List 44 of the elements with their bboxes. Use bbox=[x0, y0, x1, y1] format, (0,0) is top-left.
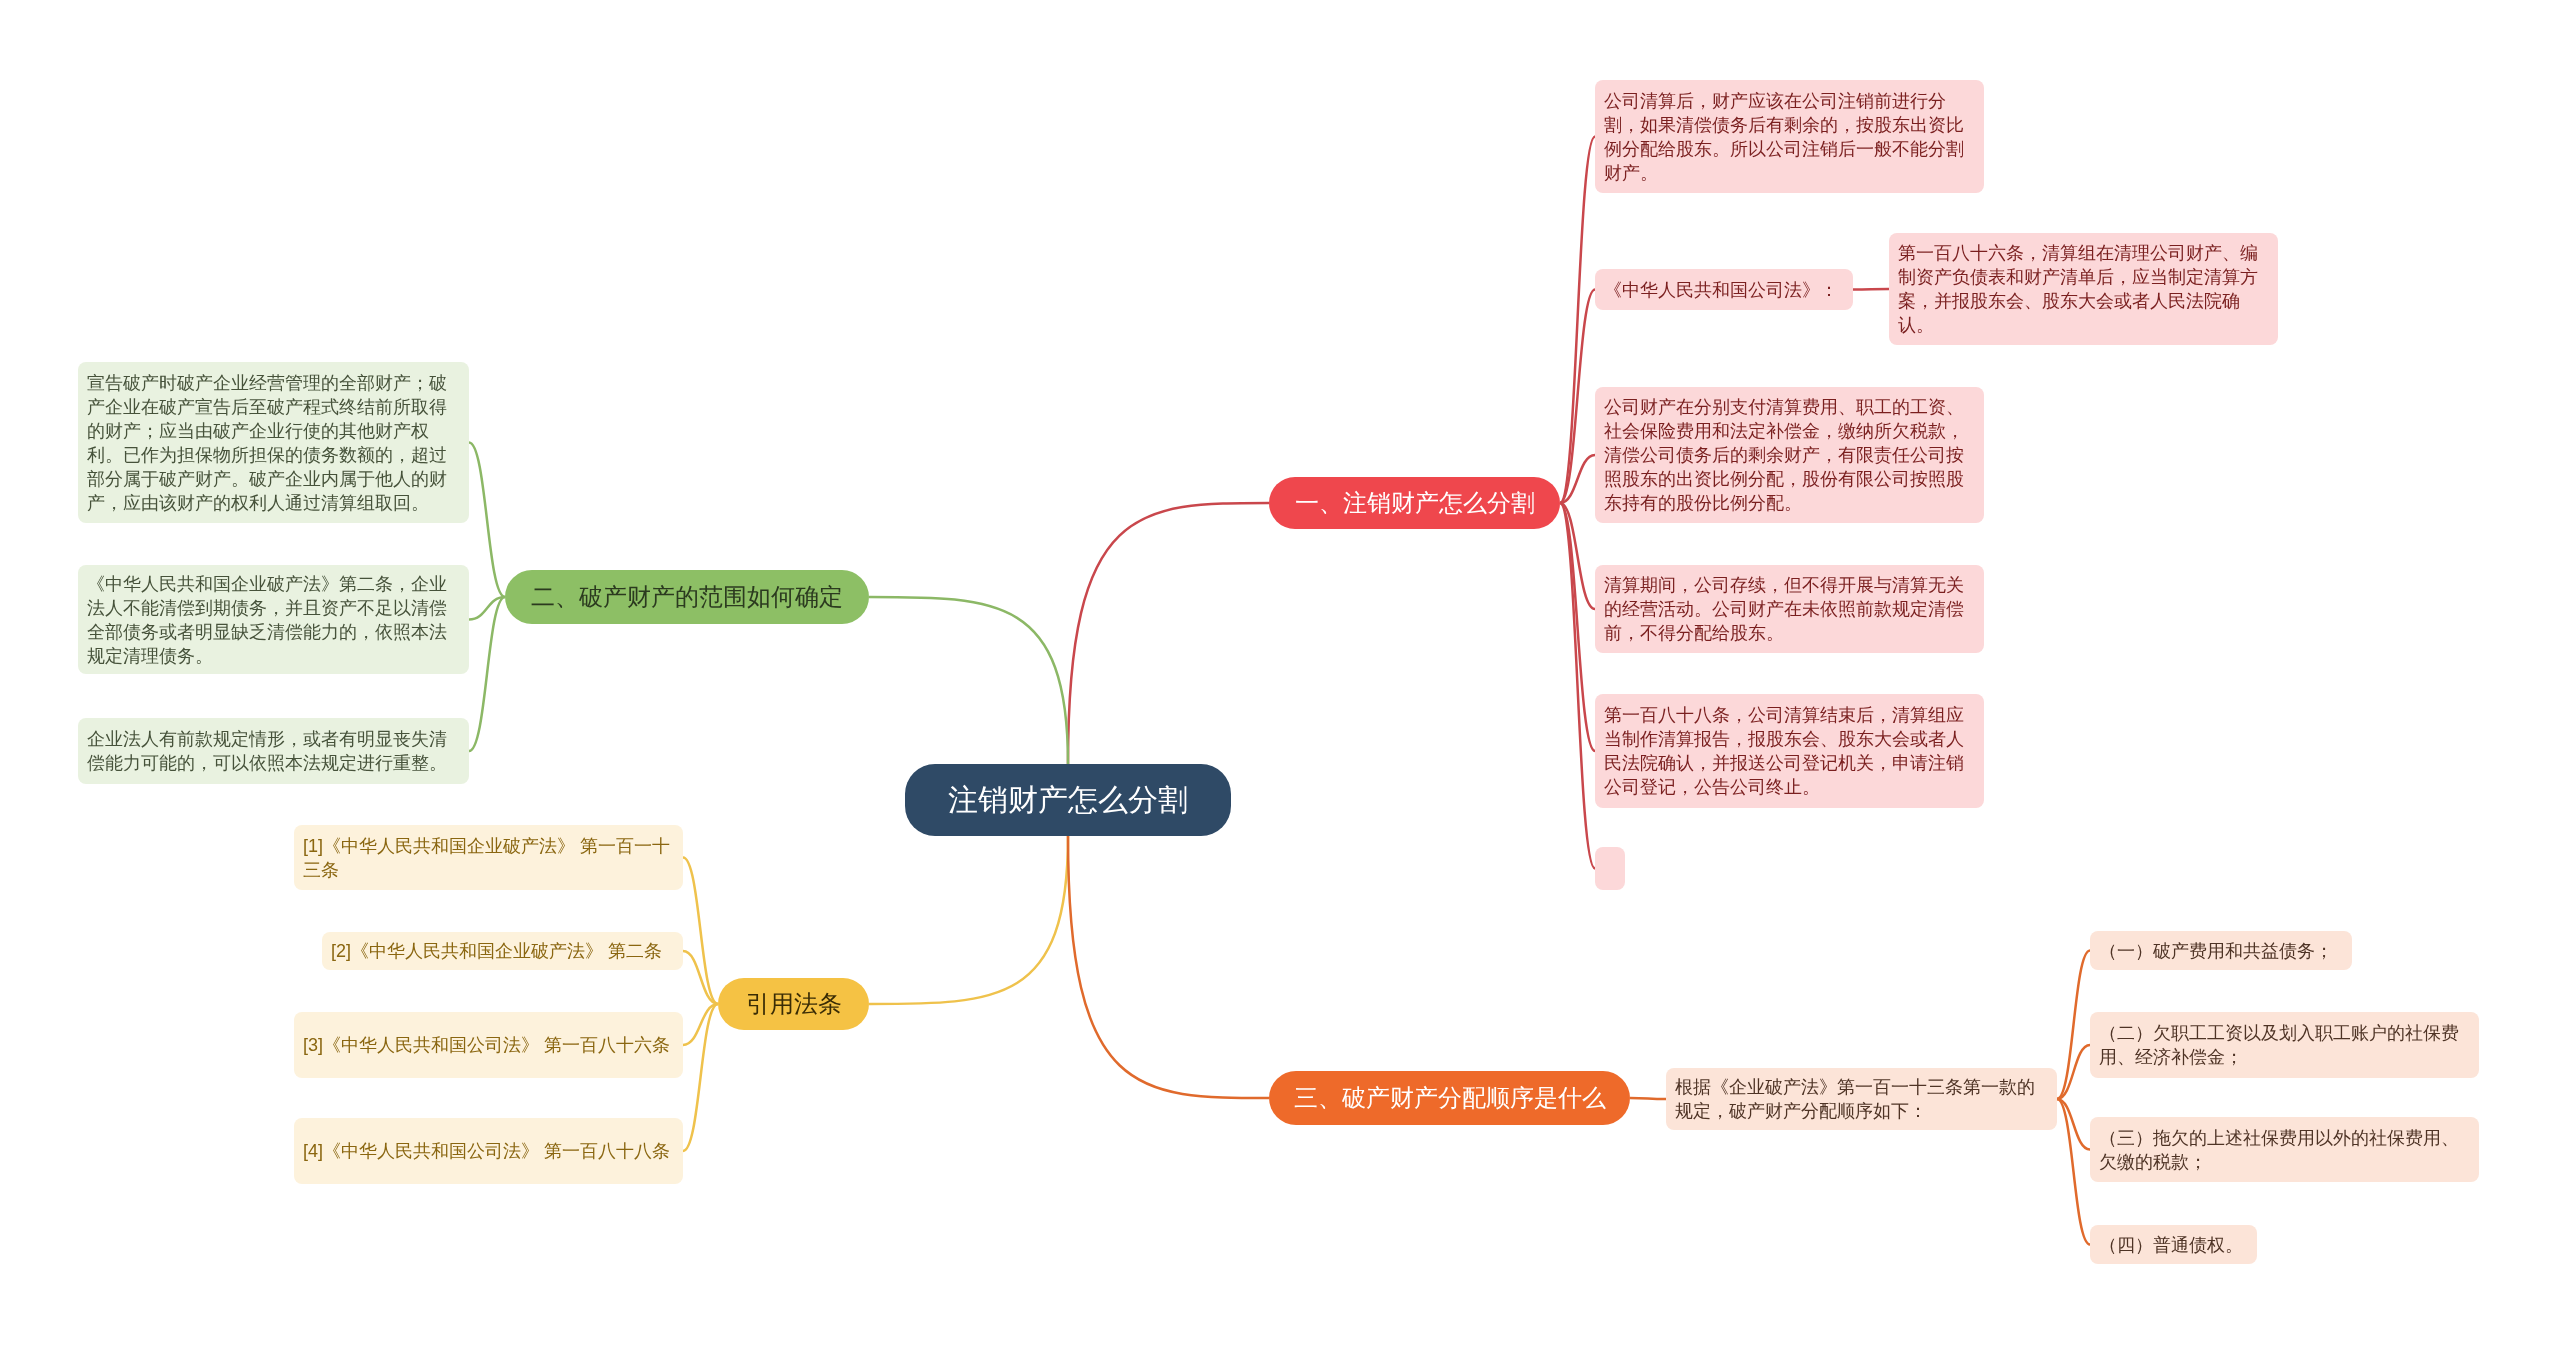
connector-line bbox=[682, 949, 719, 1006]
connector-line bbox=[468, 596, 506, 752]
central-topic: 注销财产怎么分割 bbox=[905, 764, 1231, 836]
note-card: 第一百八十六条，清算组在清理公司财产、编制资产负债表和财产清单后，应当制定清算方案，并报股东会、股东大会或者人民法院确认。 bbox=[1889, 233, 2278, 345]
connector-line bbox=[1558, 135, 1597, 504]
topic-pill: 三、破产财产分配顺序是什么 bbox=[1269, 1071, 1630, 1125]
connector-line bbox=[1558, 502, 1597, 870]
connector-line bbox=[2056, 1097, 2091, 1151]
note-card: 《中华人民共和国公司法》： bbox=[1595, 269, 1853, 310]
connector-line bbox=[682, 1003, 719, 1152]
note-card: 公司财产在分别支付清算费用、职工的工资、社会保险费用和法定补偿金，缴纳所欠税款，清偿公司债务后的剩余财产，有限责任公司按照股东的出资比例分配，股份有限公司按照股东持有的股份比例分配。 bbox=[1595, 387, 1984, 523]
connector-line bbox=[682, 1002, 719, 1047]
note-card: （一）破产费用和共益债务； bbox=[2090, 931, 2352, 970]
connector-line bbox=[1630, 1096, 1666, 1101]
connector-line bbox=[2056, 949, 2091, 1100]
note-card: 宣告破产时破产企业经营管理的全部财产；破产企业在破产宣告后至破产程式终结前所取得的财产；应当由破产企业行使的其他财产权利。已作为担保物所担保的债务数额的，超过部分属于破产财产。破产企业内属于他人的财产，应由该财产的权利人通过清算组取回。 bbox=[78, 362, 469, 523]
topic-pill: 引用法条 bbox=[718, 978, 869, 1030]
topic-pill: 一、注销财产怎么分割 bbox=[1269, 477, 1560, 529]
note-card: [4]《中华人民共和国公司法》 第一百八十八条 bbox=[294, 1118, 683, 1184]
connector-line bbox=[1853, 287, 1889, 291]
note-card: 公司清算后，财产应该在公司注销前进行分割，如果清偿债务后有剩余的，按股东出资比例分配给股东。所以公司注销后一般不能分割财产。 bbox=[1595, 80, 1984, 193]
connector-line bbox=[869, 595, 1070, 765]
connector-line bbox=[1559, 288, 1596, 504]
connector-line bbox=[468, 595, 506, 621]
note-card: [1]《中华人民共和国企业破产法》 第一百一十三条 bbox=[294, 825, 683, 890]
note-card: 根据《企业破产法》第一百一十三条第一款的规定，破产财产分配顺序如下： bbox=[1666, 1068, 2057, 1130]
connector-line bbox=[2056, 1043, 2091, 1101]
connector-line bbox=[1559, 502, 1596, 752]
topic-pill: 二、破产财产的范围如何确定 bbox=[505, 570, 869, 624]
connector-line bbox=[1559, 453, 1596, 505]
connector-line bbox=[1066, 835, 1269, 1100]
note-card: 企业法人有前款规定情形，或者有明显丧失清偿能力可能的，可以依照本法规定进行重整。 bbox=[78, 718, 469, 784]
note-card: [3]《中华人民共和国公司法》 第一百八十六条 bbox=[294, 1012, 683, 1078]
note-card: 清算期间，公司存续，但不得开展与清算无关的经营活动。公司财产在未依照前款规定清偿前，不得分配给股东。 bbox=[1595, 565, 1984, 653]
note-card: （三）拖欠的上述社保费用以外的社保费用、欠缴的税款； bbox=[2090, 1117, 2479, 1182]
note-card: 《中华人民共和国企业破产法》第二条，企业法人不能清偿到期债务，并且资产不足以清偿全部债务或者明显缺乏清偿能力的，依照本法规定清理债务。 bbox=[78, 565, 469, 674]
connector-line bbox=[468, 441, 506, 598]
note-card: [2]《中华人民共和国企业破产法》 第二条 bbox=[322, 932, 683, 970]
empty-card bbox=[1595, 847, 1625, 890]
connector-line bbox=[2056, 1098, 2091, 1246]
note-card: 第一百八十八条，公司清算结束后，清算组应当制作清算报告，报股东会、股东大会或者人民法院确认，并报送公司登记机关，申请注销公司登记，公告公司终止。 bbox=[1595, 694, 1984, 808]
connector-line bbox=[682, 856, 719, 1005]
note-card: （四）普通债权。 bbox=[2090, 1225, 2257, 1264]
note-card: （二）欠职工工资以及划入职工账户的社保费用、经济补偿金； bbox=[2090, 1012, 2479, 1078]
